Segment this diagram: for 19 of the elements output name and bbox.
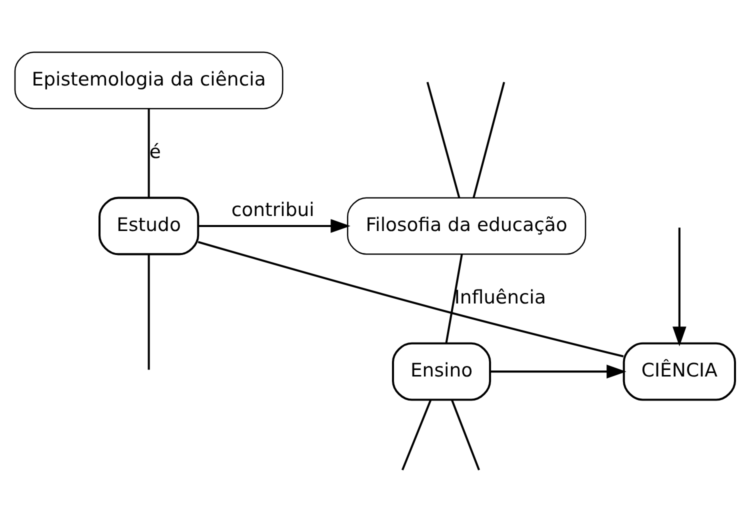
connector	[148, 254, 150, 370]
connector	[472, 82, 506, 198]
edge-label: é	[149, 142, 161, 164]
node-box: CIÊNCIA	[622, 342, 736, 401]
connector	[402, 400, 432, 470]
arrow	[490, 364, 626, 378]
connector	[198, 240, 624, 358]
node-box: Filosofia da educação	[346, 197, 586, 255]
connector	[426, 82, 460, 198]
connector	[451, 400, 480, 470]
node-box: Estudo	[98, 196, 200, 256]
connector	[148, 108, 150, 198]
node-box: Epistemologia da ciência	[14, 52, 284, 110]
edge-label: Influência	[454, 288, 546, 309]
edge-label: contribui	[231, 200, 314, 221]
connector	[445, 254, 463, 344]
arrow	[198, 219, 350, 233]
node-box: Ensino	[392, 342, 492, 401]
arrow	[672, 228, 686, 346]
